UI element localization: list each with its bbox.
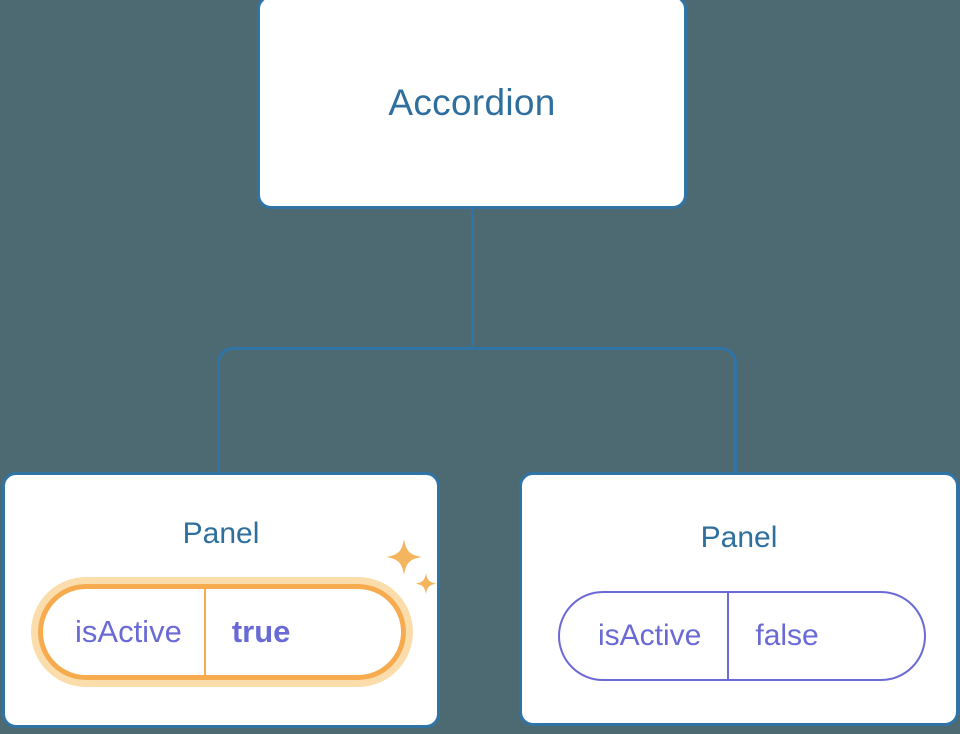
prop-pill-isactive-true[interactable]: isActive true — [31, 577, 413, 687]
prop-key-label: isActive — [43, 589, 206, 675]
connector-vertical-trunk — [471, 209, 474, 349]
prop-key-label: isActive — [560, 593, 730, 679]
node-panel-left[interactable]: Panel isActive true — [2, 472, 440, 728]
node-panel-right-label: Panel — [700, 521, 778, 554]
prop-pill-isactive-false[interactable]: isActive false — [558, 591, 926, 681]
prop-value-label: true — [231, 614, 291, 649]
node-panel-left-label: Panel — [182, 517, 260, 550]
node-panel-right[interactable]: Panel isActive false — [519, 472, 959, 726]
node-accordion[interactable]: Accordion — [257, 0, 687, 209]
connector-split-bracket — [217, 347, 737, 473]
prop-value-label: false — [755, 619, 819, 652]
node-accordion-label: Accordion — [388, 81, 556, 123]
prop-pill-glow-ring — [31, 577, 413, 687]
